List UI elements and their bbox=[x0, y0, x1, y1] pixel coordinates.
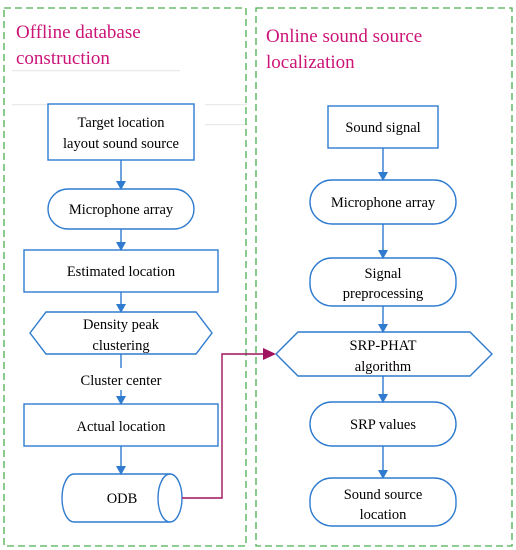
svg-text:———: ——— bbox=[204, 117, 248, 132]
sound-source-location-line1: Sound source bbox=[344, 487, 423, 503]
sound-source-location-line2: location bbox=[360, 507, 407, 523]
estimated-location-label: Estimated location bbox=[67, 264, 176, 280]
cluster-center-label: Cluster center bbox=[81, 373, 162, 389]
online-panel bbox=[255, 7, 513, 547]
odb-label: ODB bbox=[107, 491, 138, 507]
signal-preprocessing-line1: Signal bbox=[364, 266, 401, 282]
online-title-line2: localization bbox=[266, 52, 355, 73]
arrow-odb-to-srp-phat bbox=[182, 348, 276, 499]
target-location-line2: layout sound source bbox=[63, 136, 179, 152]
estimated-location-box bbox=[23, 249, 219, 293]
offline-panel bbox=[3, 7, 247, 547]
online-microphone-array-label: Microphone array bbox=[331, 195, 436, 211]
srp-phat-hexagon bbox=[275, 331, 493, 377]
sound-signal-label: Sound signal bbox=[345, 120, 420, 136]
signal-preprocessing-line2: preprocessing bbox=[343, 286, 424, 302]
srp-phat-line1: SRP-PHAT bbox=[350, 338, 417, 354]
svg-text:————————————: ———————————— bbox=[11, 63, 181, 78]
offline-microphone-array-label: Microphone array bbox=[69, 202, 174, 218]
online-title-line1: Online sound source bbox=[266, 26, 422, 47]
density-peak-line1: Density peak bbox=[83, 317, 160, 333]
density-peak-hexagon bbox=[29, 311, 213, 355]
sound-signal-box bbox=[327, 105, 439, 149]
offline-title-line2: construction bbox=[16, 48, 110, 69]
target-location-line1: Target location bbox=[78, 115, 166, 131]
svg-text:———: ——— bbox=[204, 97, 248, 112]
srp-phat-line2: algorithm bbox=[355, 359, 412, 375]
offline-title-line1: Offline database bbox=[16, 22, 141, 43]
srp-values-label: SRP values bbox=[350, 417, 416, 433]
target-location-box bbox=[47, 103, 195, 161]
actual-location-label: Actual location bbox=[77, 419, 167, 435]
odb-cylinder bbox=[61, 473, 183, 523]
density-peak-line2: clustering bbox=[92, 338, 149, 354]
